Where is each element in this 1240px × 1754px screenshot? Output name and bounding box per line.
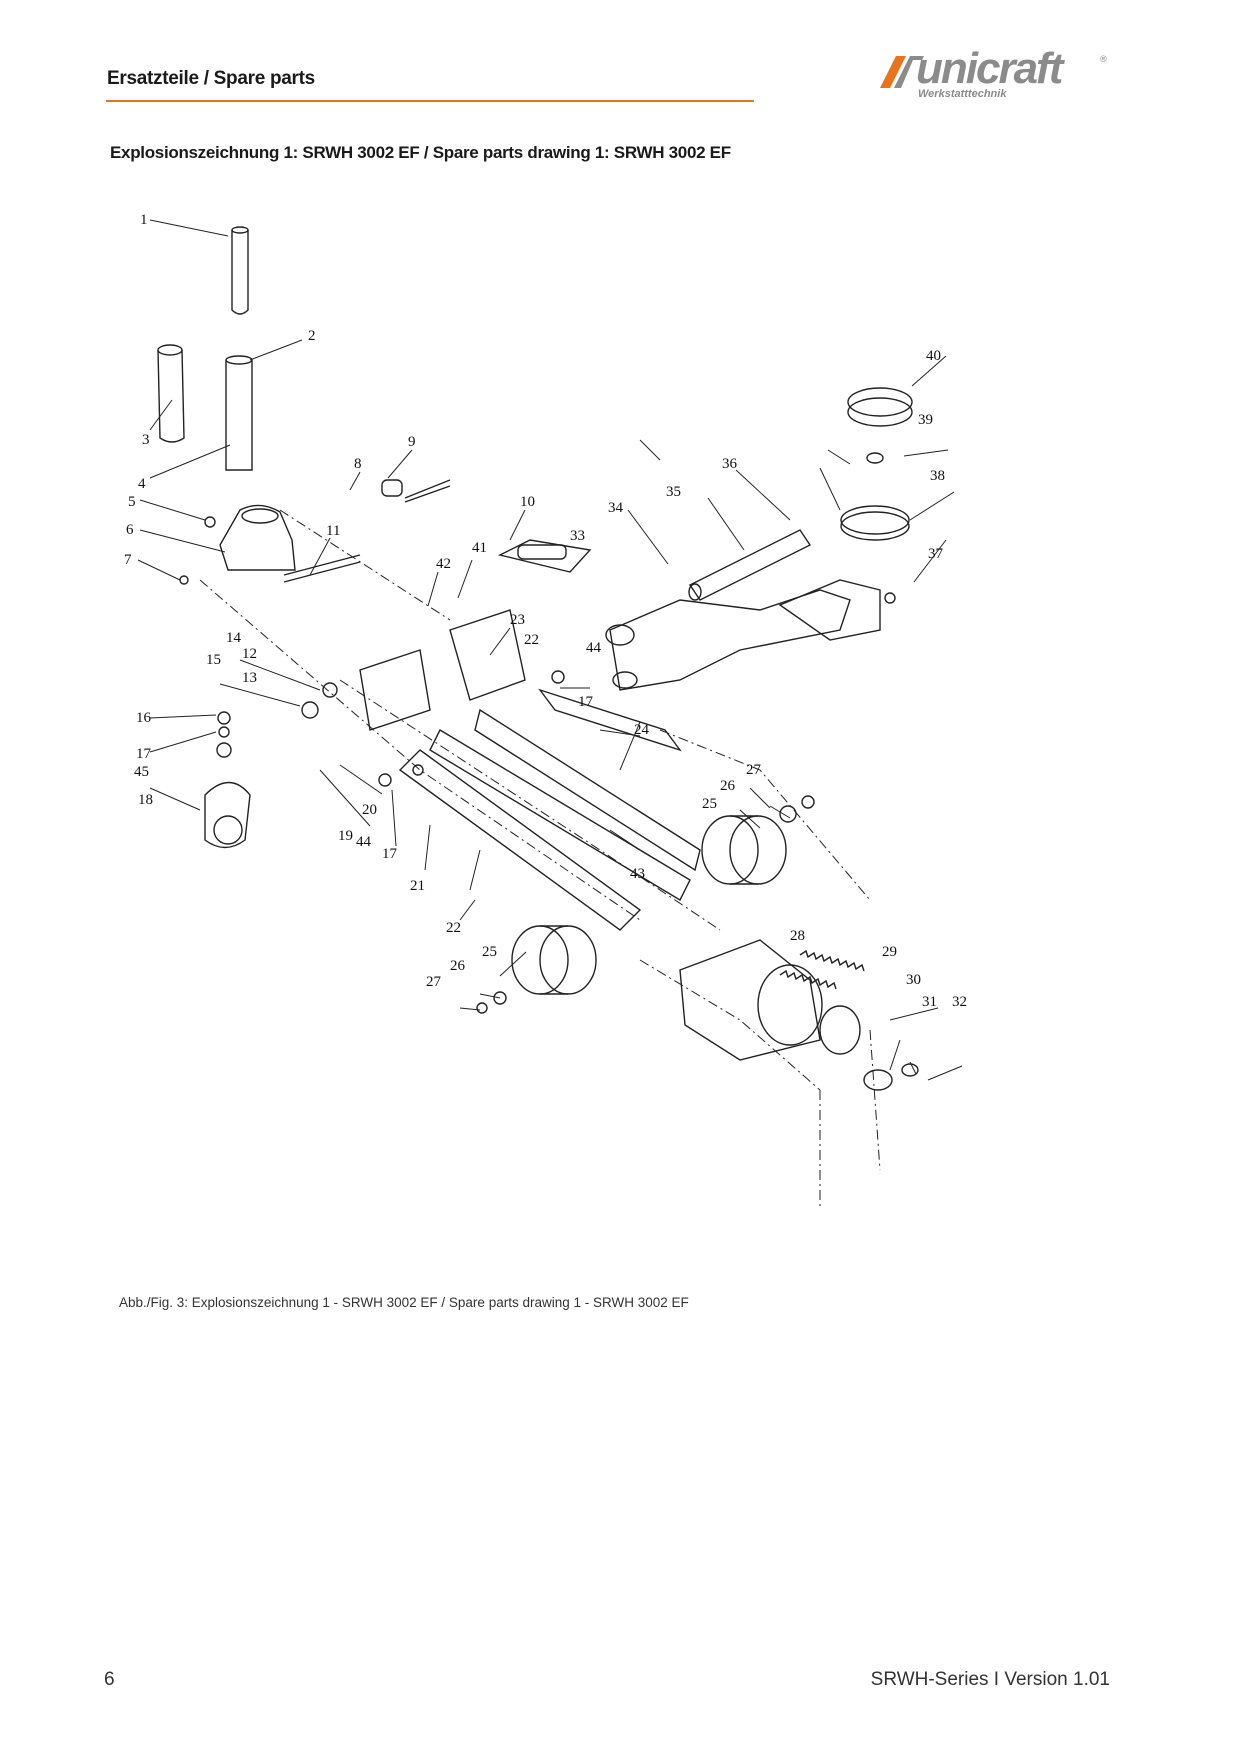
unicraft-logo: unicraft ® Werkstatttechnik [876, 44, 1112, 108]
part-callout-11: 11 [326, 523, 340, 539]
part-callout-27: 27 [746, 762, 762, 778]
part-callout-43: 43 [630, 866, 645, 882]
part-callout-3: 3 [142, 432, 150, 448]
lifting-arm [609, 589, 851, 691]
part-callout-17: 17 [382, 846, 398, 862]
handle-tube-upper [231, 230, 249, 315]
logo-subtitle: Werkstatttechnik [918, 88, 1007, 100]
part-callout-41: 41 [472, 540, 487, 556]
part-callout-31: 31 [922, 994, 937, 1010]
part-callout-37: 37 [928, 546, 944, 562]
part-callout-15: 15 [206, 652, 221, 668]
part-callout-21: 21 [410, 878, 425, 894]
part-callout-26: 26 [450, 958, 466, 974]
handle-tube-lower [225, 360, 253, 471]
part-callout-23: 23 [510, 612, 525, 628]
part-callout-34: 34 [608, 500, 624, 516]
hydraulic-pump-unit [679, 939, 821, 1061]
part-callout-17: 17 [578, 694, 594, 710]
rear-caster [204, 781, 251, 849]
handle-socket [219, 504, 296, 571]
section-title: Explosionszeichnung 1: SRWH 3002 EF / Sp… [110, 143, 731, 162]
page-number: 6 [104, 1669, 115, 1690]
part-callout-30: 30 [906, 972, 921, 988]
part-callout-27: 27 [426, 974, 442, 990]
part-callout-4: 4 [138, 476, 146, 492]
part-callout-18: 18 [138, 792, 153, 808]
part-callout-33: 33 [570, 528, 585, 544]
part-callout-39: 39 [918, 412, 933, 428]
part-callout-22: 22 [524, 632, 539, 648]
part-callout-25: 25 [482, 944, 497, 960]
logo-mark-icon [880, 56, 924, 88]
part-callout-44: 44 [356, 834, 372, 850]
part-callout-13: 13 [242, 670, 257, 686]
page-header-title: Ersatzteile / Spare parts [107, 68, 315, 89]
part-callout-36: 36 [722, 456, 738, 472]
saddle-pad [847, 397, 913, 427]
part-callout-19: 19 [338, 828, 353, 844]
part-callout-26: 26 [720, 778, 736, 794]
part-callout-20: 20 [362, 802, 377, 818]
part-callout-44: 44 [586, 640, 602, 656]
part-callout-16: 16 [136, 710, 152, 726]
exploded-parts-drawing: 1 2 3 4 5 6 7 8 9 10 11 12 13 14 15 16 1… [124, 212, 967, 1210]
part-callout-1: 1 [140, 212, 148, 228]
part-callout-12: 12 [242, 646, 257, 662]
part-callout-5: 5 [128, 494, 136, 510]
logo-wordmark: unicraft [916, 44, 1063, 93]
part-callout-22: 22 [446, 920, 461, 936]
part-callout-6: 6 [126, 522, 134, 538]
frame-rail [398, 749, 642, 931]
part-callout-40: 40 [926, 348, 941, 364]
part-callout-38: 38 [930, 468, 945, 484]
header-divider [106, 100, 754, 102]
footer-doc-version: SRWH-Series I Version 1.01 [870, 1669, 1110, 1690]
part-callout-17: 17 [136, 746, 152, 762]
handle-sleeve [157, 349, 185, 443]
part-callout-9: 9 [408, 434, 416, 450]
part-callout-2: 2 [308, 328, 316, 344]
part-callout-8: 8 [354, 456, 362, 472]
figure-caption: Abb./Fig. 3: Explosionszeichnung 1 - SRW… [119, 1295, 689, 1310]
part-callout-32: 32 [952, 994, 967, 1010]
part-callout-25: 25 [702, 796, 717, 812]
part-callout-28: 28 [790, 928, 805, 944]
part-callout-42: 42 [436, 556, 451, 572]
part-callout-45: 45 [134, 764, 149, 780]
part-callout-10: 10 [520, 494, 535, 510]
part-callout-24: 24 [634, 722, 650, 738]
logo-registered-mark: ® [1100, 54, 1107, 64]
part-callout-29: 29 [882, 944, 897, 960]
part-callout-7: 7 [124, 552, 132, 568]
part-callout-14: 14 [226, 630, 242, 646]
part-callout-35: 35 [666, 484, 681, 500]
